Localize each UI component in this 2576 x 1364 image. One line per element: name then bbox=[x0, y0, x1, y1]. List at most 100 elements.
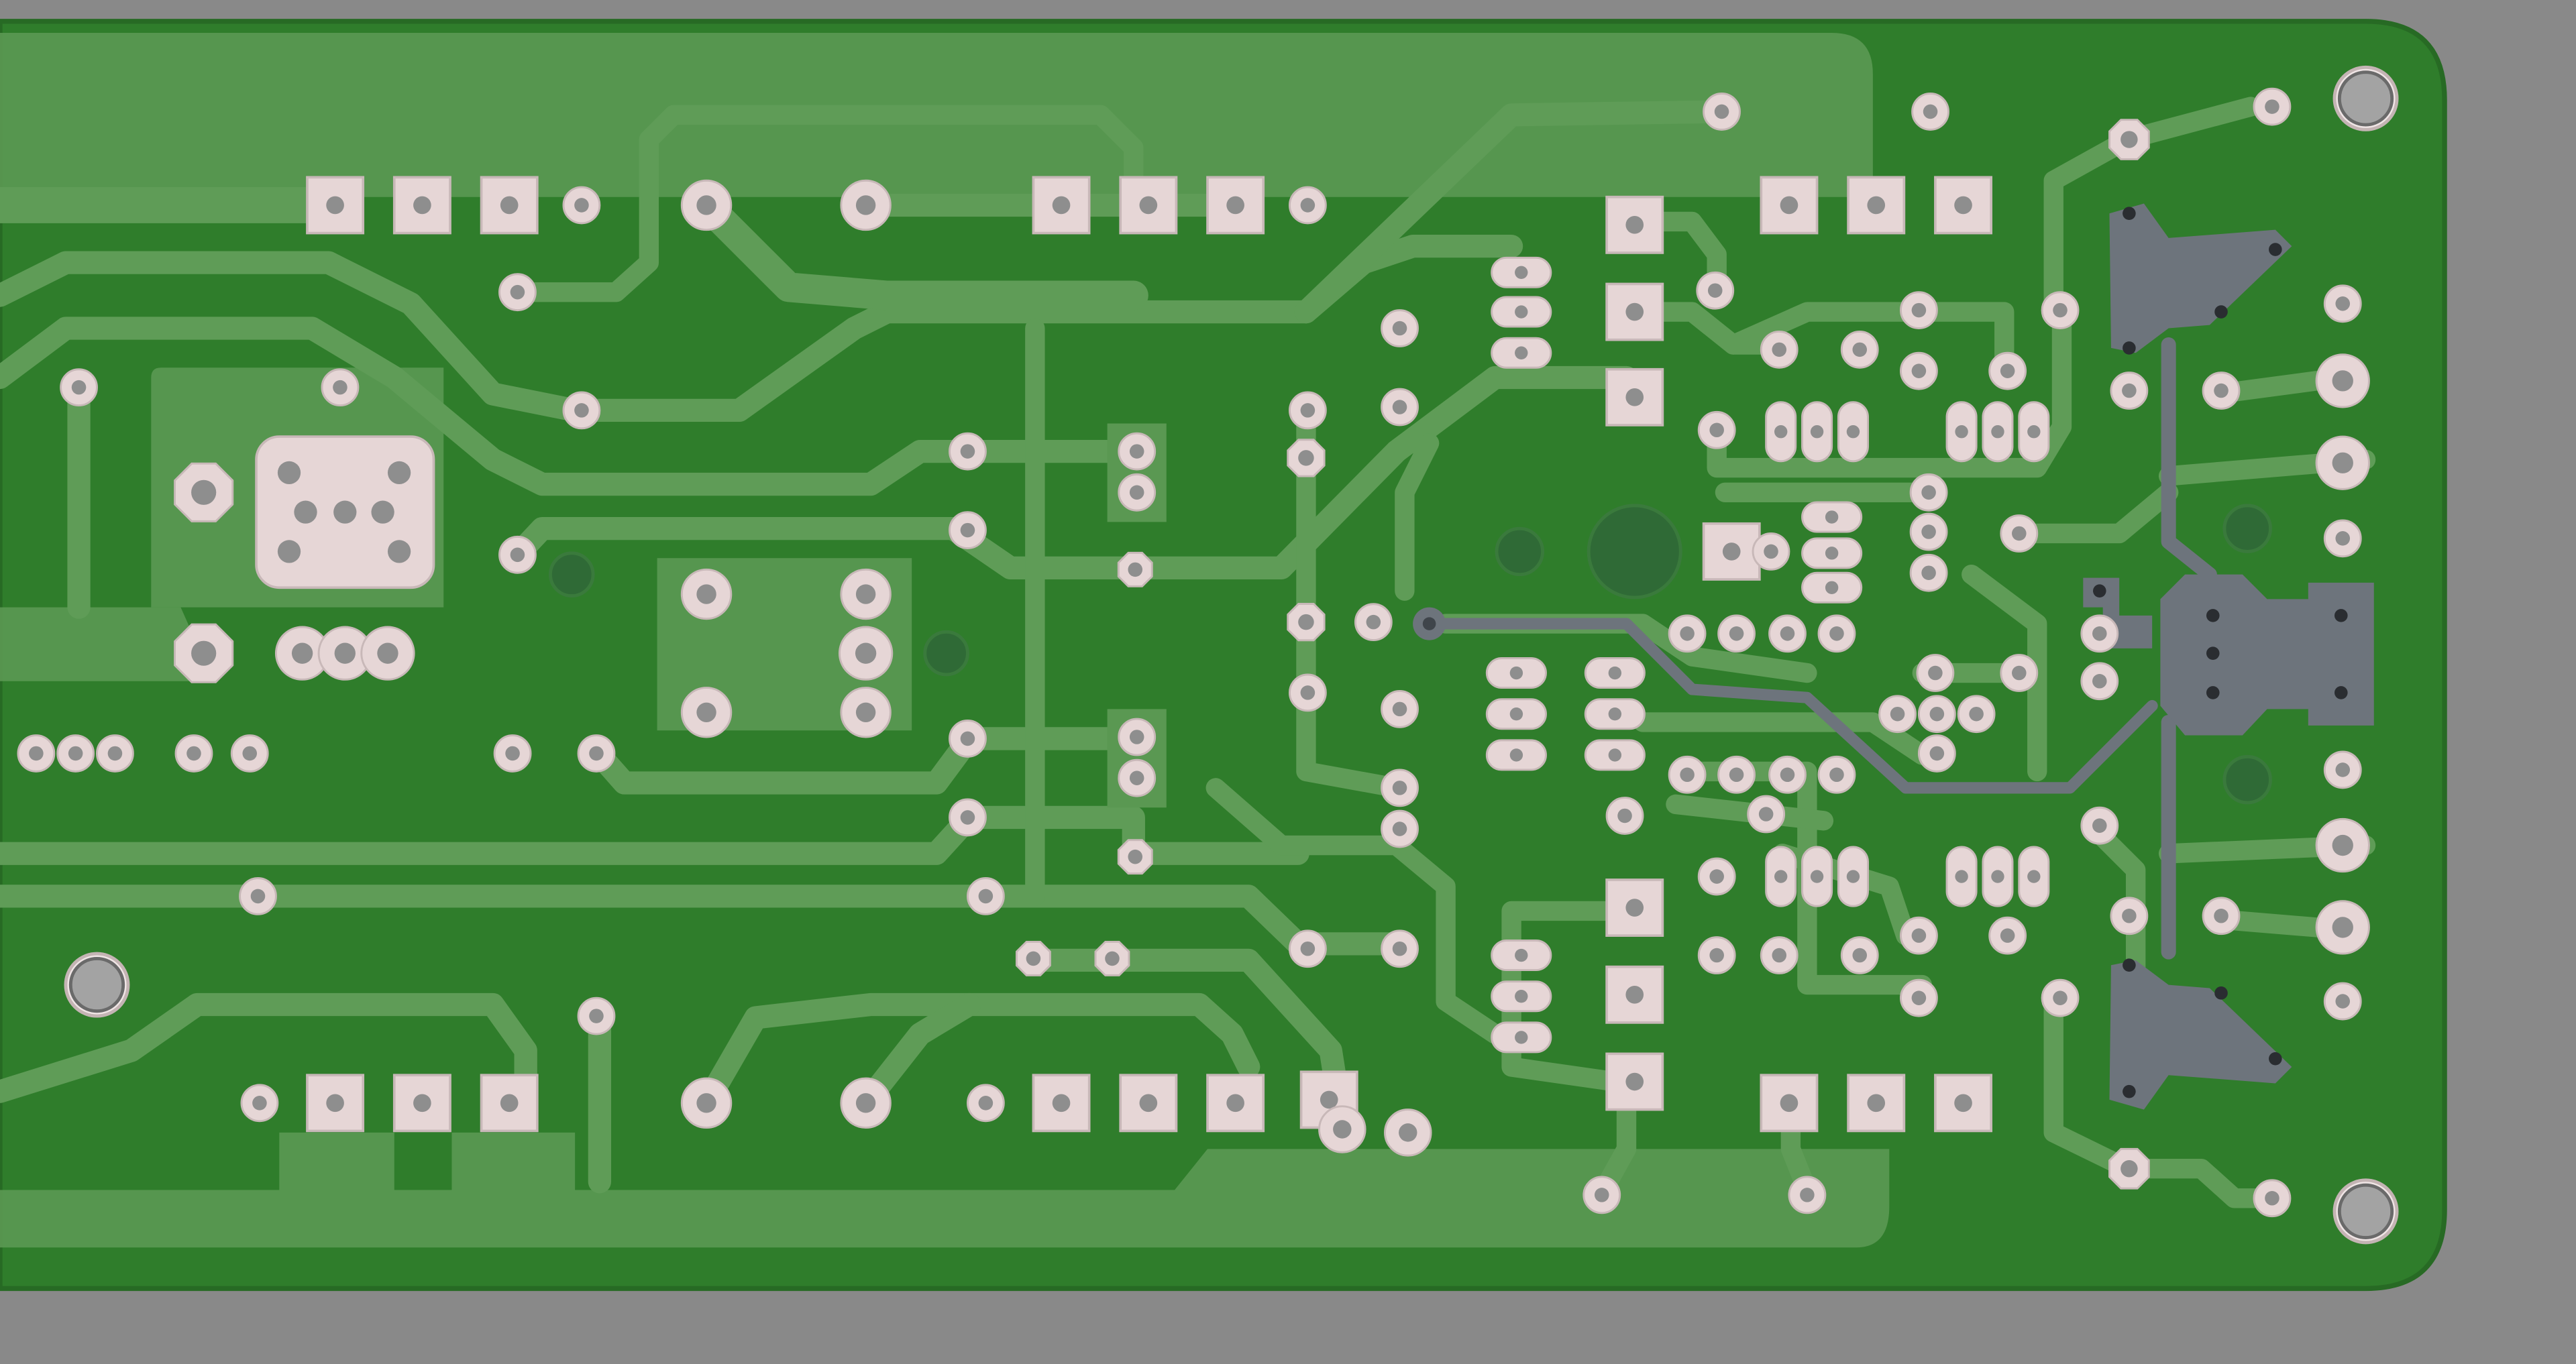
copper-pour bbox=[279, 1132, 394, 1190]
drill-hole bbox=[2335, 762, 2351, 777]
drill-hole bbox=[1298, 614, 1314, 630]
drill-hole bbox=[1392, 321, 1407, 336]
drill-hole bbox=[291, 642, 313, 664]
drill-hole bbox=[413, 1094, 431, 1113]
mounting-hole-layer bbox=[64, 65, 2399, 1245]
drill-hole bbox=[1829, 767, 1844, 783]
drill-hole bbox=[1780, 196, 1799, 215]
drill-hole bbox=[1617, 808, 1632, 823]
copper-trace bbox=[0, 992, 537, 1103]
drill-hole bbox=[1515, 305, 1528, 319]
copper-pour bbox=[451, 1132, 576, 1190]
drill-hole bbox=[1515, 346, 1528, 359]
drill-hole bbox=[1772, 948, 1787, 963]
drill-hole bbox=[960, 522, 975, 538]
back-copper-drill bbox=[2214, 986, 2228, 1000]
drill-hole bbox=[1825, 547, 1839, 560]
drill-hole bbox=[2012, 665, 2027, 681]
back-copper-drill bbox=[1422, 617, 1436, 630]
drill-hole bbox=[2335, 296, 2351, 311]
drill-hole bbox=[1509, 666, 1523, 680]
drill-hole bbox=[1954, 196, 1972, 215]
drill-hole bbox=[1105, 951, 1120, 966]
copper-trace bbox=[507, 105, 1144, 302]
back-copper-drill bbox=[2334, 686, 2348, 699]
drill-hole bbox=[1929, 706, 1945, 722]
drill-hole bbox=[1810, 425, 1824, 439]
drill-hole bbox=[1911, 990, 1927, 1005]
drill-hole bbox=[1392, 821, 1407, 836]
drill-hole bbox=[1333, 1120, 1352, 1139]
drill-hole bbox=[2214, 383, 2229, 398]
drill-hole bbox=[2000, 928, 2015, 943]
drill-hole bbox=[186, 746, 201, 761]
drill-hole bbox=[500, 196, 519, 215]
drill-hole bbox=[1128, 562, 1143, 577]
drill-hole bbox=[1392, 400, 1407, 414]
drill-hole bbox=[589, 746, 604, 761]
drill-hole bbox=[1764, 544, 1778, 559]
copper-trace bbox=[2043, 991, 2138, 1179]
back-copper-drill bbox=[2214, 305, 2228, 319]
drill-hole bbox=[500, 1094, 519, 1113]
drill-hole bbox=[326, 1094, 344, 1113]
drill-hole bbox=[1300, 685, 1316, 700]
drill-hole bbox=[107, 746, 123, 761]
drill-hole bbox=[242, 746, 258, 761]
copper-trace bbox=[0, 317, 1162, 496]
mounting-hole-drill bbox=[2337, 1183, 2394, 1239]
drill-hole bbox=[510, 284, 525, 300]
drill-hole bbox=[1772, 342, 1787, 357]
square-pad[interactable] bbox=[392, 1074, 451, 1133]
copper-trace bbox=[1296, 400, 1407, 798]
drill-hole bbox=[1969, 706, 1984, 722]
drill-hole bbox=[696, 1093, 716, 1113]
drill-hole bbox=[1366, 614, 1381, 630]
drill-hole bbox=[1139, 196, 1158, 215]
drill-hole bbox=[1052, 1094, 1071, 1113]
drill-hole bbox=[1780, 626, 1795, 641]
drill-hole bbox=[855, 642, 877, 664]
copper-pour bbox=[0, 1149, 1890, 1248]
drill-hole bbox=[2122, 383, 2137, 398]
drill-hole bbox=[1625, 1072, 1644, 1091]
drill-hole bbox=[1399, 1123, 1417, 1142]
drill-hole bbox=[2012, 526, 2027, 541]
drill-hole bbox=[1226, 196, 1244, 215]
drill-hole bbox=[1139, 1094, 1158, 1113]
drill-hole bbox=[1515, 1031, 1528, 1044]
back-copper-drill bbox=[2206, 686, 2220, 699]
drill-hole bbox=[2053, 302, 2068, 318]
copper-trace bbox=[0, 805, 1309, 865]
drill-hole bbox=[68, 746, 83, 761]
drill-hole bbox=[333, 500, 357, 524]
back-copper-drill bbox=[2123, 207, 2136, 220]
drill-hole bbox=[1774, 425, 1788, 439]
drill-hole bbox=[1729, 767, 1744, 783]
drill-hole bbox=[2332, 370, 2353, 392]
drill-hole bbox=[1810, 870, 1824, 883]
back-copper-drill bbox=[2093, 584, 2106, 598]
drill-hole bbox=[1320, 1090, 1338, 1109]
via bbox=[1495, 526, 1545, 577]
back-copper-drill bbox=[2269, 243, 2282, 256]
drill-hole bbox=[1298, 450, 1314, 466]
drill-hole bbox=[1052, 196, 1071, 215]
drill-hole bbox=[1955, 425, 1968, 439]
drill-hole bbox=[1709, 869, 1724, 884]
drill-hole bbox=[1300, 941, 1316, 956]
drill-hole bbox=[1608, 666, 1622, 680]
pad-layer[interactable] bbox=[17, 87, 2370, 1218]
via-layer bbox=[548, 504, 2272, 805]
copper-trace bbox=[0, 885, 1408, 956]
drill-hole bbox=[1991, 870, 2004, 883]
drill-hole bbox=[2027, 870, 2041, 883]
back-copper-drill bbox=[2206, 609, 2220, 622]
drill-hole bbox=[1709, 948, 1724, 963]
drill-hole bbox=[1846, 870, 1860, 883]
drill-hole bbox=[326, 196, 344, 215]
drill-hole bbox=[1509, 748, 1523, 762]
drill-hole bbox=[1300, 403, 1316, 418]
